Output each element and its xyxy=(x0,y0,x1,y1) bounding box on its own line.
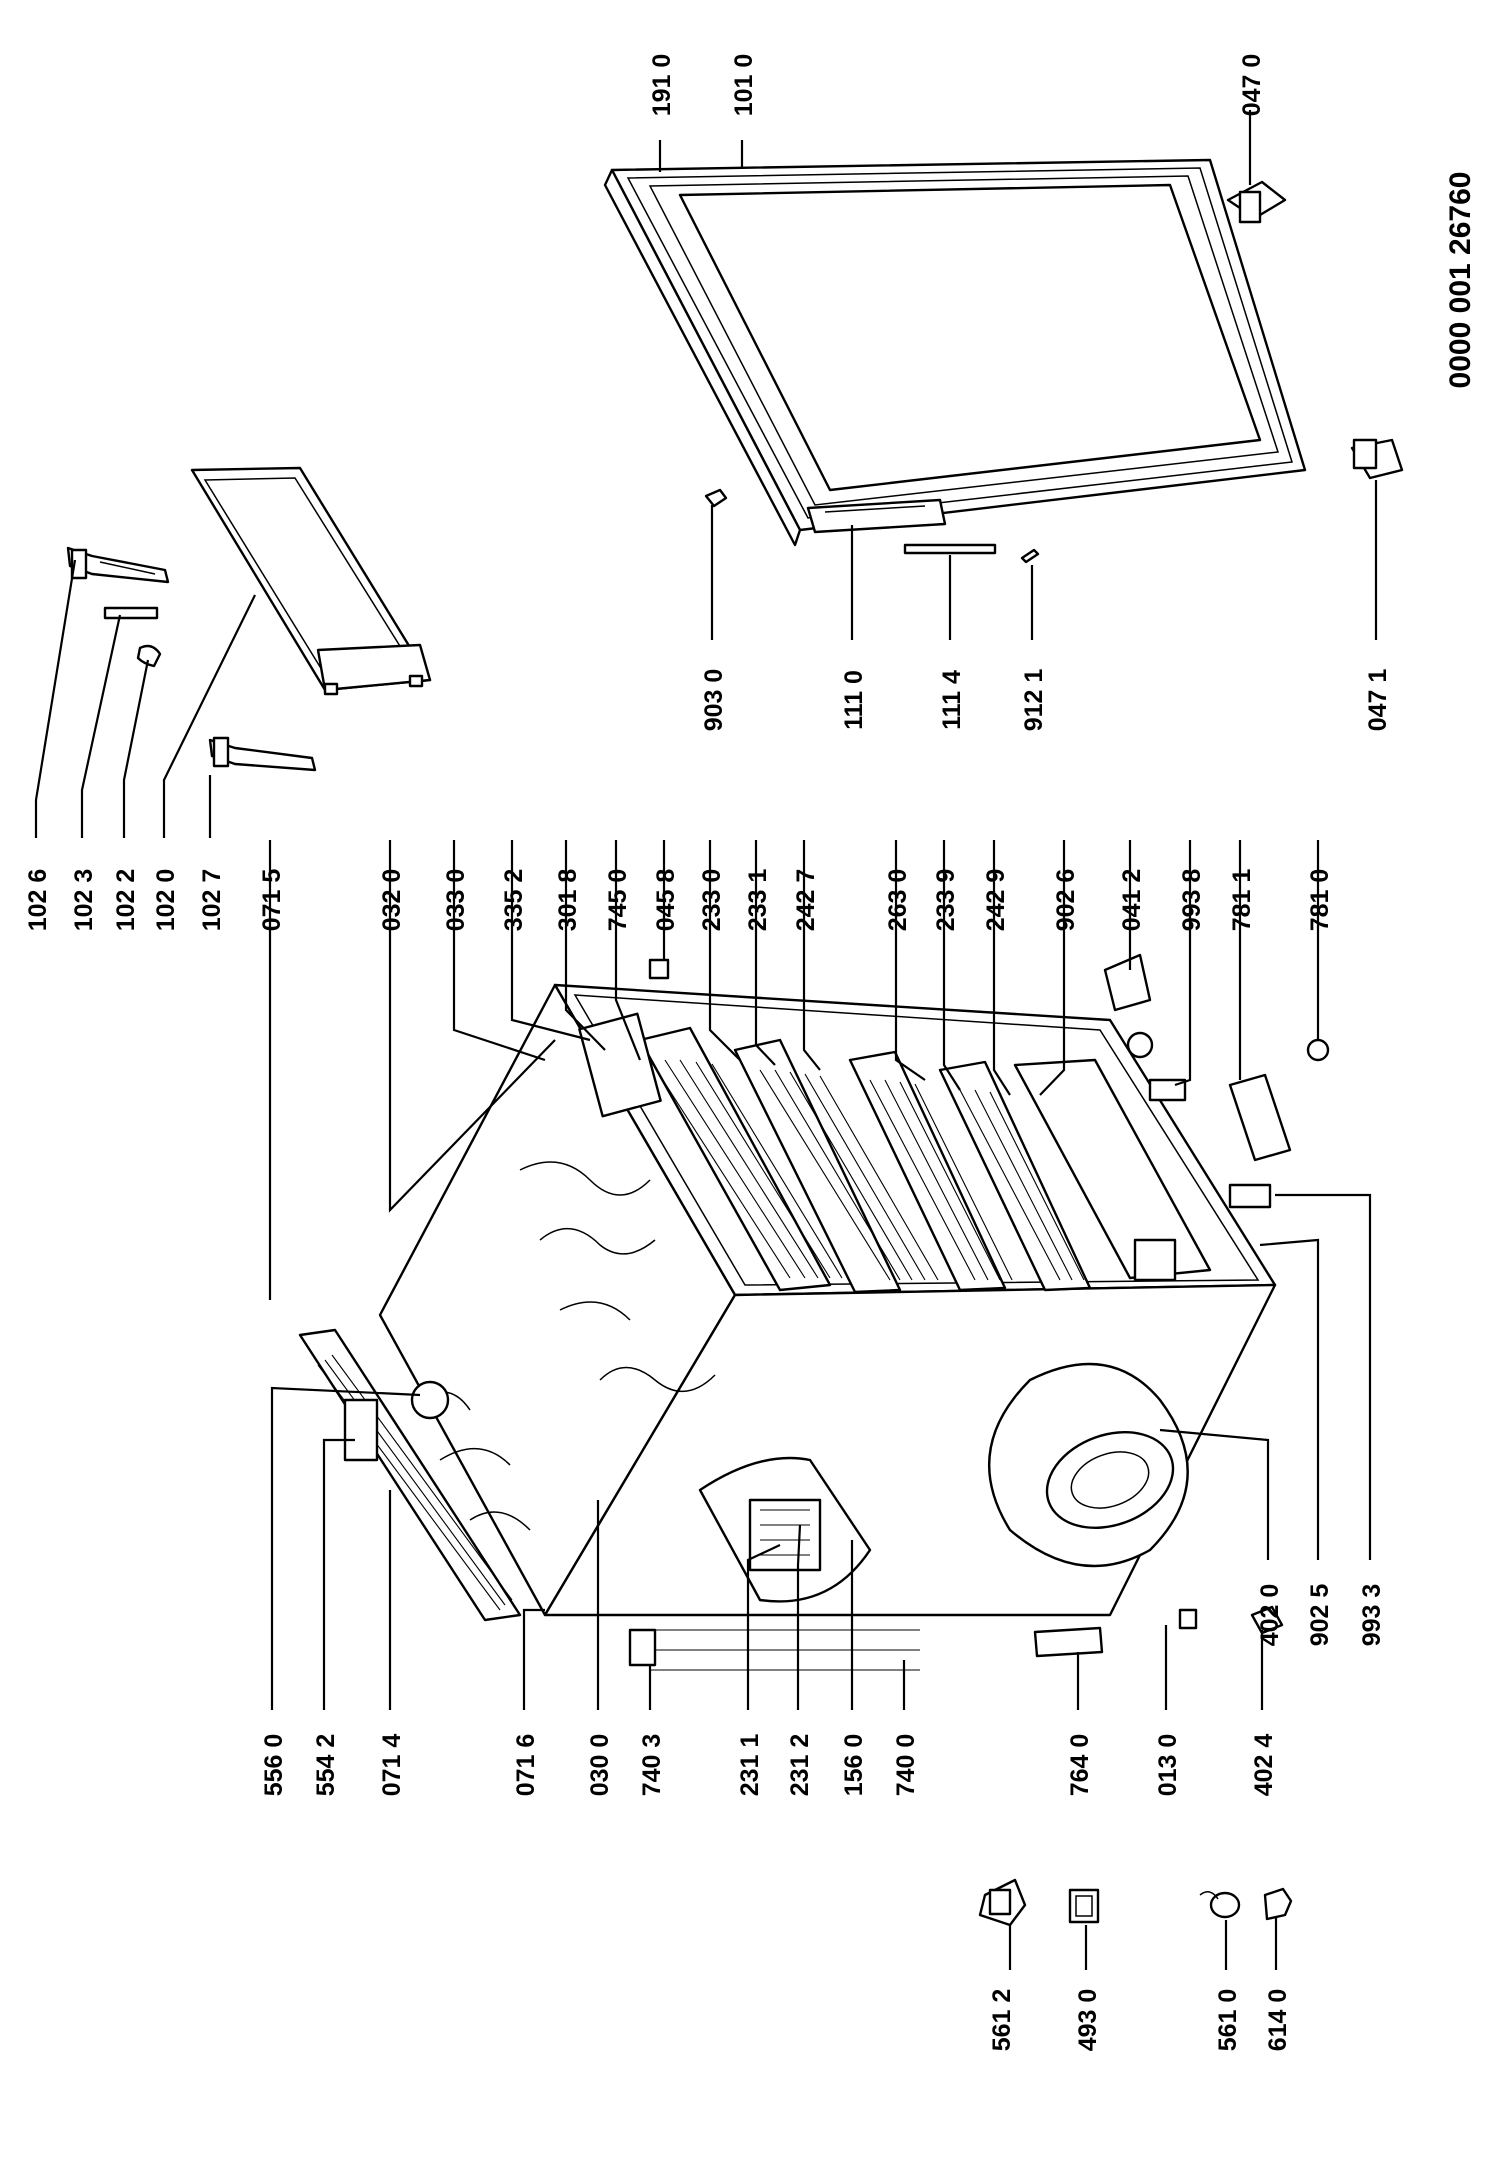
label-047-1: 047 1 xyxy=(1364,669,1392,732)
label-plate xyxy=(1228,1183,1272,1209)
thermostat-icon xyxy=(1199,1891,1241,1919)
label-111-4: 111 4 xyxy=(938,670,966,730)
label-561-2: 561 2 xyxy=(988,1989,1016,2052)
label-993-3: 993 3 xyxy=(1358,1584,1386,1647)
handle-trim-strip xyxy=(903,543,997,555)
label-233-9: 233 9 xyxy=(932,869,960,932)
capacitor-icon xyxy=(1068,1888,1100,1924)
screw-icon xyxy=(648,958,670,980)
label-233-1: 233 1 xyxy=(744,869,772,932)
shelf-rail-icon xyxy=(638,1026,1092,1294)
cover-strip xyxy=(103,606,159,620)
crisper-lid-icon xyxy=(190,466,432,696)
label-033-0: 033 0 xyxy=(442,869,470,932)
label-745-0: 745 0 xyxy=(604,869,632,932)
drain-grille-icon xyxy=(1228,1073,1292,1162)
label-781-0: 781 0 xyxy=(1306,869,1334,932)
label-071-5: 071 5 xyxy=(258,869,286,932)
label-402-4: 402 4 xyxy=(1250,1734,1278,1797)
label-231-2: 231 2 xyxy=(786,1734,814,1797)
label-263-0: 263 0 xyxy=(884,869,912,932)
screw-icon xyxy=(704,488,728,508)
vent-grille xyxy=(578,1012,662,1118)
screw-icon xyxy=(1020,548,1040,564)
foot-icon xyxy=(1306,1038,1330,1062)
label-493-0: 493 0 xyxy=(1074,1989,1102,2052)
document-number: 0000 001 26760 xyxy=(1444,172,1477,389)
label-041-2: 041 2 xyxy=(1118,869,1146,932)
door-handle-icon xyxy=(806,498,947,534)
label-740-0: 740 0 xyxy=(892,1734,920,1797)
label-191-0: 191 0 xyxy=(648,54,676,117)
cabinet-body: 071 5 032 0 033 0 335 2 301 8 745 0 045 … xyxy=(258,840,1386,1796)
label-902-6: 902 6 xyxy=(1052,869,1080,932)
label-102-6: 102 6 xyxy=(24,869,52,932)
bracket-icon xyxy=(628,1628,657,1667)
label-102-2: 102 2 xyxy=(112,869,140,932)
lamp-socket-icon xyxy=(1263,1887,1293,1921)
label-554-2: 554 2 xyxy=(312,1734,340,1797)
hinge-pin-icon xyxy=(1350,438,1404,480)
label-045-8: 045 8 xyxy=(652,869,680,932)
label-781-1: 781 1 xyxy=(1228,869,1256,932)
label-032-0: 032 0 xyxy=(378,869,406,932)
label-030-0: 030 0 xyxy=(586,1734,614,1797)
thermostat-icon xyxy=(698,1456,872,1603)
label-903-0: 903 0 xyxy=(700,669,728,732)
label-102-7: 102 7 xyxy=(198,869,226,932)
label-556-0: 556 0 xyxy=(260,1734,288,1797)
label-993-8: 993 8 xyxy=(1178,869,1206,932)
bracket-icon xyxy=(1133,1238,1177,1282)
label-301-8: 301 8 xyxy=(554,869,582,932)
door-assembly: 191 0 101 0 047 0 903 0 111 0 111 4 912 … xyxy=(603,54,1404,732)
thermostat-knob-icon xyxy=(410,1380,450,1420)
label-902-5: 902 5 xyxy=(1306,1584,1334,1647)
label-156-0: 156 0 xyxy=(840,1734,868,1797)
shelf-grid xyxy=(649,1059,1085,1281)
label-561-0: 561 0 xyxy=(1214,1989,1242,2052)
label-764-0: 764 0 xyxy=(1066,1734,1094,1797)
label-102-3: 102 3 xyxy=(70,869,98,932)
compressor-icon xyxy=(987,1362,1189,1568)
label-242-7: 242 7 xyxy=(792,869,820,932)
label-242-9: 242 9 xyxy=(982,869,1010,932)
label-335-2: 335 2 xyxy=(500,869,528,932)
crisper-drawer xyxy=(1013,1058,1212,1280)
loose-parts: 561 2 493 0 561 0 614 0 xyxy=(978,1878,1293,2052)
hinge-icon xyxy=(66,546,170,584)
label-013-0: 013 0 xyxy=(1154,1734,1182,1797)
hinge-pin-icon xyxy=(1226,180,1287,224)
hinge-icon xyxy=(208,736,317,772)
control-panel xyxy=(298,1328,522,1622)
label-047-0: 047 0 xyxy=(1238,54,1266,117)
label-402-0: 402 0 xyxy=(1256,1584,1284,1647)
label-102-0: 102 0 xyxy=(152,869,180,932)
top-left-parts: 102 6 102 3 102 2 102 0 102 7 xyxy=(24,466,432,932)
hinge-icon xyxy=(1103,953,1152,1012)
label-101-0: 101 0 xyxy=(730,54,758,117)
label-912-1: 912 1 xyxy=(1020,669,1048,732)
relay-icon xyxy=(978,1878,1027,1927)
label-071-6: 071 6 xyxy=(512,1734,540,1797)
foot-icon xyxy=(1126,1031,1154,1059)
label-231-1: 231 1 xyxy=(736,1734,764,1797)
lamp-cover xyxy=(343,1398,379,1462)
label-111-0: 111 0 xyxy=(840,670,868,730)
relay-icon xyxy=(1250,1605,1284,1635)
screw-icon xyxy=(1178,1608,1198,1630)
label-740-3: 740 3 xyxy=(638,1734,666,1797)
label-233-0: 233 0 xyxy=(698,869,726,932)
label-614-0: 614 0 xyxy=(1264,1989,1292,2052)
clip-icon xyxy=(136,644,162,668)
label-071-4: 071 4 xyxy=(378,1734,406,1797)
tube-icon xyxy=(1033,1626,1104,1658)
